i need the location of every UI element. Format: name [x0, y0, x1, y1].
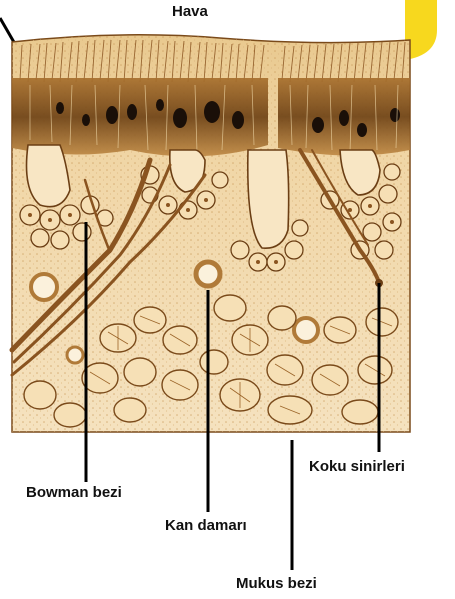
label-olfactory-nerves: Koku sinirleri: [309, 458, 405, 475]
label-blood-vessel: Kan damarı: [165, 517, 247, 534]
top-left-pointer-line: [0, 18, 15, 44]
label-air: Hava: [172, 3, 208, 20]
epithelium-layer: [12, 78, 410, 156]
label-bowman-gland: Bowman bezi: [26, 484, 122, 501]
label-mucus-gland: Mukus bezi: [236, 575, 317, 592]
